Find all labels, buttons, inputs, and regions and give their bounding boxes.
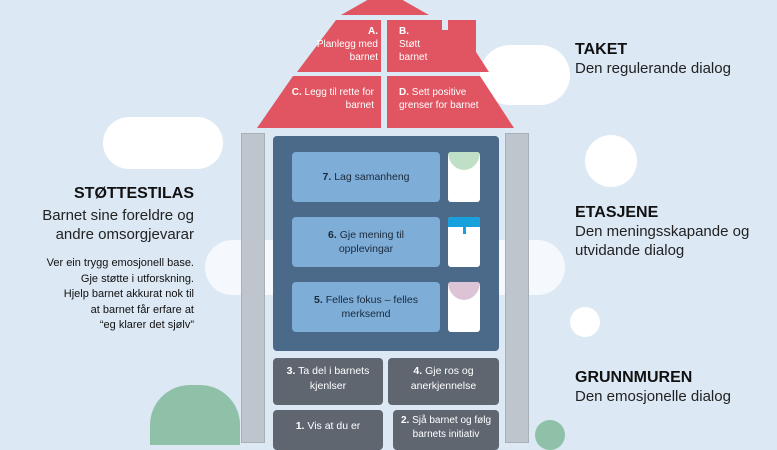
support-line: “eg klarer det sjølv” <box>99 319 194 331</box>
support-description: Ver ein trygg emosjonell base. Gje støtt… <box>0 256 194 334</box>
support-subtitle: Barnet sine foreldre og andre omsorgjeva… <box>42 207 194 243</box>
cloud <box>103 117 223 169</box>
bush <box>150 385 240 445</box>
roof-c-label: C. Legg til rette for barnet <box>291 87 374 111</box>
foundation-3: 3. Ta del i barnets kjenlser <box>273 358 383 405</box>
support-title: STØTTESTILAS <box>74 185 194 202</box>
foundation-2: 2. Sjå barnet og følg barnets initiativ <box>393 410 499 450</box>
support-line: Hjelp barnet akkurat nok til <box>63 288 194 300</box>
legend-text: Den emosjonelle dialog <box>575 388 731 405</box>
floor-6: 6. Gje mening til opplevingar <box>292 217 440 267</box>
foundation-legend: GRUNNMUREN Den emosjonelle dialog <box>575 369 775 406</box>
cloud <box>585 135 637 187</box>
roof-cell-d <box>387 76 514 128</box>
legend-title: GRUNNMUREN <box>575 369 693 386</box>
floors-legend: ETASJENE Den meningsskapande og utvidand… <box>575 204 775 260</box>
support-section: STØTTESTILAS Barnet sine foreldre og and… <box>0 185 194 334</box>
legend-text: Den regulerande dialog <box>575 60 731 77</box>
roof-b-label: B.Støtt barnet <box>399 26 428 63</box>
roof-cell-b <box>387 20 489 72</box>
support-line: at barnet får erfare at <box>90 303 194 316</box>
foundation-4: 4. Gje ros og anerkjennelse <box>388 358 499 405</box>
roof-a-label: A.Planlegg med barnet <box>316 26 378 63</box>
cloud <box>570 307 600 337</box>
window-icon <box>448 152 480 202</box>
scaffold-right <box>505 133 529 443</box>
floor-7: 7. Lag samanheng <box>292 152 440 202</box>
roof-cell-c <box>257 76 381 128</box>
roof-d-label: D. Sett positive grenser for barnet <box>399 87 479 111</box>
roof-cell-a <box>297 20 381 72</box>
roof <box>257 0 514 128</box>
floor-5: 5. Felles fokus – felles merksemd <box>292 282 440 332</box>
window-blind-icon <box>448 217 480 267</box>
foundation-1: 1. Vis at du er <box>273 410 383 450</box>
legend-text: Den meningsskapande og utvidande dialog <box>575 223 750 259</box>
window-icon <box>448 282 480 332</box>
legend-title: TAKET <box>575 41 628 58</box>
support-line: Ver ein trygg emosjonell base. <box>46 257 194 269</box>
roof-top <box>341 0 429 15</box>
bush <box>535 420 565 450</box>
roof-legend: TAKET Den regulerande dialog <box>575 41 775 78</box>
legend-title: ETASJENE <box>575 204 659 221</box>
scaffold-left <box>241 133 265 443</box>
cloud <box>480 45 570 105</box>
support-line: Gje støtte i utforskning. <box>80 272 194 285</box>
